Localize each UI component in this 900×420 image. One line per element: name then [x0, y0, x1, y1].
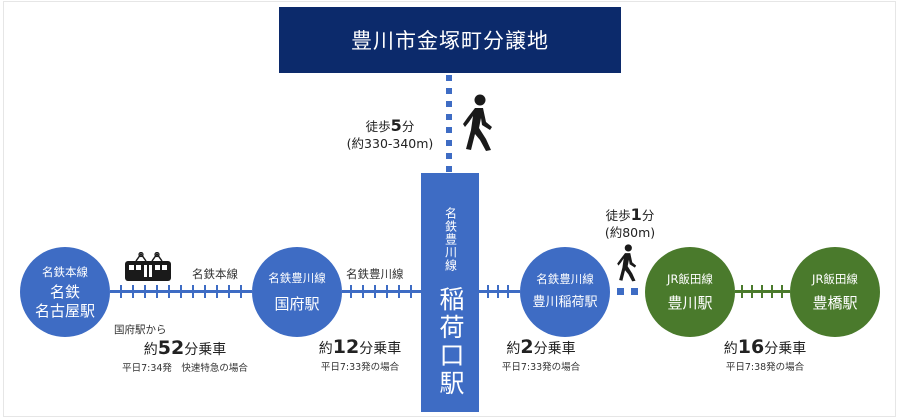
ride-prefix: 約	[318, 341, 333, 357]
line-label-meitetsu-main: 名鉄本線	[192, 267, 238, 281]
diagram-frame	[3, 1, 896, 417]
ride-minutes: 52	[157, 337, 185, 359]
inariguchi-name: 稲荷口駅	[436, 286, 465, 398]
walk-distance: (約330-340m)	[346, 136, 434, 151]
station-name: 豊川駅	[667, 294, 713, 312]
line-label-toyokawa: 名鉄豊川線	[346, 267, 404, 281]
station-name: 国府駅	[274, 295, 320, 313]
pedestrian-icon	[617, 244, 637, 282]
walk-prefix: 徒歩	[365, 119, 391, 134]
inariguchi-station: 名鉄豊川線 稲荷口駅	[421, 173, 479, 412]
walk-time-destination: 徒歩5分 (約330-340m)	[340, 117, 440, 152]
ride-minutes: 12	[332, 336, 360, 358]
station-name: 豊橋駅	[812, 294, 858, 312]
destination-title: 豊川市金塚町分譲地	[351, 29, 549, 53]
station-name: 名鉄	[49, 282, 80, 301]
station-toyohashi: JR飯田線 豊橋駅	[790, 247, 880, 337]
ride-prefix: 約	[143, 342, 158, 358]
ride-time-kou-inariguchi: 約12分乗車 平日7:33発の場合	[300, 336, 420, 373]
walk-minutes: 5	[390, 116, 402, 135]
track-meitetsu-main	[110, 285, 252, 298]
train-icon	[125, 252, 171, 281]
ride-note: 平日7:38発の場合	[725, 362, 805, 373]
walk-distance: (約80m)	[604, 225, 656, 240]
ride-suffix: 分乗車	[533, 341, 576, 357]
track-toyokawa-1	[342, 285, 421, 298]
ride-suffix: 分乗車	[764, 341, 807, 357]
station-name: 豊川稲荷駅	[532, 295, 598, 310]
station-toyokawa-inari: 名鉄豊川線 豊川稲荷駅	[520, 247, 610, 337]
ride-minutes: 2	[520, 336, 534, 358]
ride-origin-note: 国府駅から	[114, 324, 167, 336]
walk-time-transfer: 徒歩1分 (約80m)	[588, 206, 672, 241]
station-name-2: 名古屋駅	[34, 301, 95, 320]
ride-note: 平日7:33発の場合	[501, 362, 581, 373]
station-jr-toyokawa: JR飯田線 豊川駅	[645, 247, 735, 337]
walk-prefix: 徒歩	[605, 208, 631, 223]
track-toyokawa-2	[479, 285, 520, 298]
destination-box: 豊川市金塚町分譲地	[279, 7, 621, 73]
ride-prefix: 約	[723, 341, 738, 357]
station-line: 名鉄豊川線	[536, 272, 594, 286]
ride-prefix: 約	[506, 341, 521, 357]
walk-unit: 分	[401, 119, 415, 134]
ride-suffix: 分乗車	[359, 341, 402, 357]
ride-time-toyokawa-toyohashi: 約16分乗車 平日7:38発の場合	[705, 336, 825, 373]
station-line: JR飯田線	[667, 272, 713, 286]
station-line: JR飯田線	[812, 272, 858, 286]
station-line: 名鉄豊川線	[268, 271, 326, 285]
ride-minutes: 16	[737, 336, 765, 358]
ride-time-inariguchi-toyokawa-inari: 約2分乗車 平日7:33発の場合	[486, 336, 596, 373]
ride-suffix: 分乗車	[184, 342, 227, 358]
walk-minutes: 1	[630, 205, 642, 224]
track-jr-iida	[735, 285, 790, 298]
pedestrian-icon	[463, 94, 492, 151]
station-meitetsu-nagoya: 名鉄本線 名鉄 名古屋駅	[20, 247, 110, 337]
ride-time-nagoya-kou: 国府駅から 約52分乗車 平日7:34発 快速特急の場合	[100, 322, 270, 374]
station-line: 名鉄本線	[42, 264, 88, 279]
ride-note: 平日7:34発 快速特急の場合	[122, 363, 248, 374]
inariguchi-line: 名鉄豊川線	[443, 207, 458, 272]
walk-unit: 分	[641, 208, 655, 223]
station-kou: 名鉄豊川線 国府駅	[252, 247, 342, 337]
ride-note: 平日7:33発の場合	[320, 362, 400, 373]
